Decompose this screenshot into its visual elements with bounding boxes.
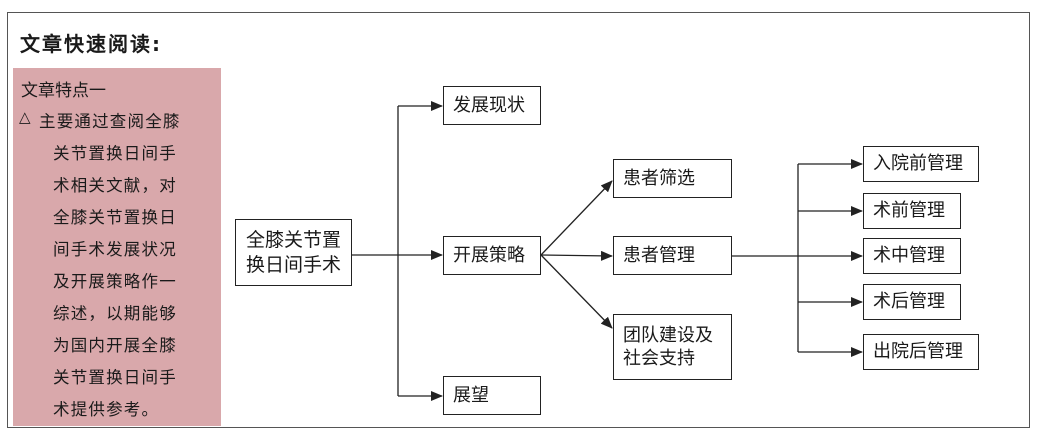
node-strategy: 开展策略: [443, 236, 541, 275]
arrow-to-team-building: [540, 254, 613, 329]
triangle-bullet-icon: △: [19, 108, 31, 126]
root-node-line: 全膝关节置: [245, 228, 341, 251]
node-development-status: 发展现状: [443, 86, 541, 125]
panel-text-line: 关节置换日间手: [53, 368, 177, 387]
panel-title: 文章特点一: [21, 81, 106, 101]
node-preoperative-management: 术前管理: [863, 193, 961, 229]
article-feature-panel: 文章特点一 △ 主要通过查阅全膝 关节置换日间手 术相关文献，对 全膝关节置换日…: [13, 68, 221, 426]
arrow-to-patient-management: [540, 250, 613, 261]
node-outlook: 展望: [443, 376, 541, 415]
node-team-building-line: 团队建设及: [623, 324, 713, 346]
panel-text-line: 及开展策略作一: [53, 272, 177, 291]
node-intraoperative-management: 术中管理: [863, 238, 961, 274]
node-patient-management: 患者管理: [613, 236, 732, 275]
panel-text-line: 间手术发展状况: [53, 240, 177, 259]
root-node-line: 换日间手术: [245, 253, 341, 276]
arrow-to-screening: [540, 180, 613, 256]
node-patient-screening: 患者筛选: [613, 159, 732, 198]
panel-text-line: 全膝关节置换日: [53, 208, 177, 227]
panel-text-line: 综述，以期能够: [53, 304, 177, 323]
node-team-building-text: 团队建设及 社会支持: [623, 324, 713, 371]
panel-text-line: 为国内开展全膝: [53, 336, 177, 355]
root-node-text: 全膝关节置 换日间手术: [246, 228, 341, 277]
node-preadmission-management: 入院前管理: [863, 146, 979, 182]
page-title: 文章快速阅读:: [20, 32, 162, 56]
root-node: 全膝关节置 换日间手术: [235, 219, 352, 286]
panel-text-line: 术相关文献，对: [53, 176, 177, 195]
panel-text-line: 术提供参考。: [53, 400, 160, 419]
node-postoperative-management: 术后管理: [863, 284, 961, 320]
node-postdischarge-management: 出院后管理: [863, 334, 979, 370]
node-team-building: 团队建设及 社会支持: [613, 314, 732, 380]
node-team-building-line: 社会支持: [623, 348, 695, 369]
panel-text-line: 主要通过查阅全膝: [39, 112, 181, 131]
panel-text-line: 关节置换日间手: [53, 144, 177, 163]
